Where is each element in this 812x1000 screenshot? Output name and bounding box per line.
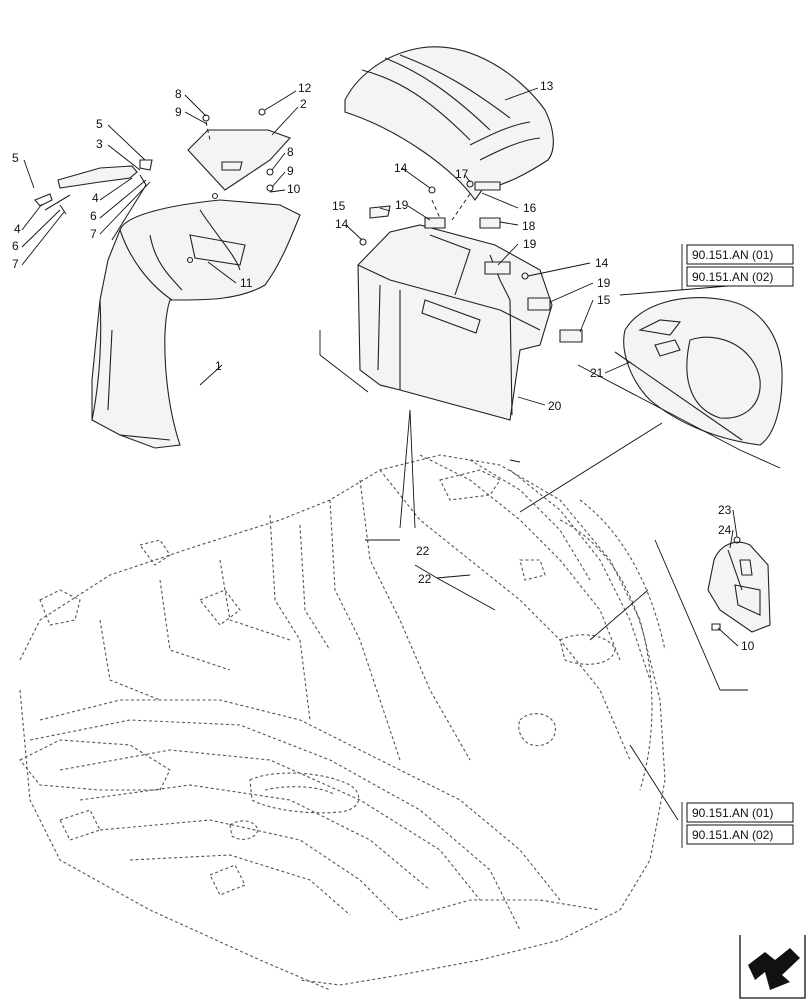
clips-14-19 — [359, 180, 583, 343]
callout-23: 23 — [718, 503, 732, 517]
callout-8: 8 — [175, 87, 182, 101]
part-21-rear-panel — [614, 297, 783, 446]
cab-floor-outline — [19, 454, 666, 991]
reference-bottom-2: 90.151.AN (02) — [692, 828, 773, 842]
callout-9: 9 — [175, 105, 182, 119]
callout-10: 10 — [287, 182, 301, 196]
callout-18: 18 — [522, 219, 536, 233]
callout-16: 16 — [523, 201, 537, 215]
part-2-panel — [187, 129, 291, 191]
callout-3: 3 — [96, 137, 103, 151]
callout-19b: 19 — [523, 237, 537, 251]
callout-14c: 14 — [595, 256, 609, 270]
callout-19c: 19 — [597, 276, 611, 290]
callout-15b: 15 — [597, 293, 611, 307]
callout-6b: 6 — [12, 239, 19, 253]
part-13-roof-lid — [344, 46, 554, 201]
part-24-cover — [707, 536, 771, 633]
part-3-handle — [57, 165, 138, 189]
callout-14: 14 — [394, 161, 408, 175]
callout-13: 13 — [540, 79, 554, 93]
callout-20: 20 — [548, 399, 562, 413]
reference-top-2: 90.151.AN (02) — [692, 270, 773, 284]
callout-12: 12 — [298, 81, 312, 95]
reference-box-top[interactable]: 90.151.AN (01) 90.151.AN (02) — [681, 244, 794, 290]
callout-7: 7 — [90, 227, 97, 241]
reference-top-1: 90.151.AN (01) — [692, 248, 773, 262]
callout-labels: 1 2 3 4 4 5 5 6 6 7 7 8 8 9 9 10 10 11 1… — [12, 79, 755, 653]
callout-2: 2 — [300, 97, 307, 111]
callout-22b: 22 — [418, 572, 432, 586]
callout-5b: 5 — [12, 151, 19, 165]
callout-7b: 7 — [12, 257, 19, 271]
callout-4b: 4 — [14, 222, 21, 236]
callout-1: 1 — [215, 359, 222, 373]
callout-8b: 8 — [287, 145, 294, 159]
callout-10b: 10 — [741, 639, 755, 653]
reference-box-bottom[interactable]: 90.151.AN (01) 90.151.AN (02) — [681, 802, 794, 848]
callout-14b: 14 — [335, 217, 349, 231]
callout-11: 11 — [240, 276, 253, 290]
callout-22: 22 — [416, 544, 430, 558]
hardware-left — [34, 108, 274, 264]
callout-24: 24 — [718, 523, 732, 537]
callout-4: 4 — [92, 191, 99, 205]
leader-lines — [21, 87, 781, 821]
callout-5: 5 — [96, 117, 103, 131]
callout-21: 21 — [590, 366, 604, 380]
callout-19: 19 — [395, 198, 409, 212]
callout-6: 6 — [90, 209, 97, 223]
reference-bottom-1: 90.151.AN (01) — [692, 806, 773, 820]
callout-15: 15 — [332, 199, 346, 213]
arrow-navigation-icon[interactable] — [739, 935, 806, 999]
part-20-storage-bin — [357, 224, 553, 421]
callout-17: 17 — [455, 167, 469, 181]
part-1-pillar-cover — [91, 199, 301, 449]
callout-9b: 9 — [287, 164, 294, 178]
